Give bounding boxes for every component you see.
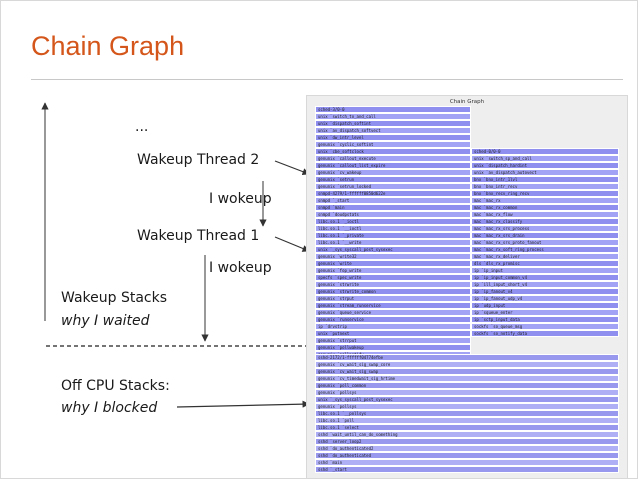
- wakeup-left-frame[interactable]: genunix `setrun_locked: [315, 183, 471, 190]
- wakeup-left-frame[interactable]: libc.so.1 `__ioctl: [315, 225, 471, 232]
- wakeup-right-frame[interactable]: mac `mac_rx_srs_drain: [471, 232, 619, 239]
- i-wokeup-lower-label: I wokeup: [209, 260, 272, 276]
- wakeup-right-frame[interactable]: unix `switch_sp_and_call: [471, 155, 619, 162]
- wakeup-right-frame[interactable]: sockfs `so_queue_msg: [471, 323, 619, 330]
- offcpu-frame[interactable]: sshd `main: [315, 459, 619, 466]
- wakeup-right-frame[interactable]: dls `dls_rx_promisc: [471, 260, 619, 267]
- wakeup-left-frame[interactable]: genunix `strwrite_common: [315, 288, 471, 295]
- offcpu-to-graph-arrow: [176, 400, 310, 408]
- slide-title: Chain Graph: [31, 31, 185, 61]
- wakeup-left-frame[interactable]: genunix `strput: [315, 295, 471, 302]
- ellipsis-label: ...: [135, 119, 149, 135]
- wakeup-left-frame[interactable]: genunix `write: [315, 260, 471, 267]
- wakeup-left-frame[interactable]: genunix `runservice: [315, 316, 471, 323]
- wakeup-right-frame[interactable]: bnx `bnx_recv_ring_recv: [471, 190, 619, 197]
- wakeup-right-frame[interactable]: bnx `bnx_intr_1lvl: [471, 176, 619, 183]
- wakeup-right-frame[interactable]: unix `dispatch_hardint: [471, 162, 619, 169]
- offcpu-frame[interactable]: sshd `do_authenticated2: [315, 445, 619, 452]
- wakeup-right-frame[interactable]: mac `mac_rx: [471, 197, 619, 204]
- offcpu-frame[interactable]: libc.so.1 `poll: [315, 417, 619, 424]
- wakeup-right-frame[interactable]: ip `sctp_input_data: [471, 316, 619, 323]
- offcpu-frame[interactable]: sshd `server_loop2: [315, 438, 619, 445]
- offcpu-frame[interactable]: libc.so.1 `select: [315, 424, 619, 431]
- wakeup-right-frame[interactable]: mac `mac_rx_classify: [471, 218, 619, 225]
- wakeup-left-frame[interactable]: snmpd `main: [315, 204, 471, 211]
- wakeup-right-frame[interactable]: mac `mac_rx_deliver: [471, 253, 619, 260]
- wakeup-left-frame[interactable]: unix `dw_intr_level: [315, 134, 471, 141]
- wakeup-right-frame[interactable]: mac `mac_rx_srs_process: [471, 225, 619, 232]
- wakeup-right-frame[interactable]: mac `mac_rx_flow: [471, 211, 619, 218]
- wakeup-right-frame[interactable]: ip `ip_fanout_v4: [471, 288, 619, 295]
- wakeup-left-frame[interactable]: genunix `write32: [315, 253, 471, 260]
- wakeup-right-frame[interactable]: mac `mac_rx_srs_proto_fanout: [471, 239, 619, 246]
- wakeup-left-frame[interactable]: genunix `stream_runservice: [315, 302, 471, 309]
- offcpu-frame[interactable]: sshd-2172/1-ffffff04774efbe: [315, 354, 619, 361]
- wakeup-left-frame[interactable]: genunix `callout_execute: [315, 155, 471, 162]
- wakeup-left-frame[interactable]: genunix `callout_list_expire: [315, 162, 471, 169]
- wakeup-left-frame[interactable]: specfs `spec_write: [315, 274, 471, 281]
- wakeup-left-frame[interactable]: unix `switch_to_and_call: [315, 113, 471, 120]
- wakeup-left-frame[interactable]: genunix `fop_write: [315, 267, 471, 274]
- offcpu-frame[interactable]: sshd `do_authenticated: [315, 452, 619, 459]
- wakeup-left-frame[interactable]: snmpd-4279/1-ffffff0850d622e: [315, 190, 471, 197]
- wakeup-right-frame[interactable]: ip `udp_input: [471, 302, 619, 309]
- wakeup-right-frame[interactable]: unix `av_dispatch_autovect: [471, 169, 619, 176]
- why-blocked-label: why I blocked: [61, 400, 158, 416]
- i-wokeup-upper-label: I wokeup: [209, 191, 272, 207]
- wakeup-left-frame[interactable]: unix `av_dispatch_softvect: [315, 127, 471, 134]
- offcpu-frame[interactable]: libc.so.1 `__pollsys: [315, 410, 619, 417]
- wakeup-left-frame[interactable]: genunix `queue_service: [315, 309, 471, 316]
- wakeup-right-frame[interactable]: mac `mac_rx_common: [471, 204, 619, 211]
- title-divider: [31, 79, 623, 80]
- wakeup-right-frame[interactable]: sockfs `so_notify_data: [471, 330, 619, 337]
- wakeup-left-frame[interactable]: ip `drvstrip: [315, 323, 471, 330]
- wakeup-left-frame[interactable]: genunix `setrun: [315, 176, 471, 183]
- wakeup-left-frame[interactable]: genunix `pollwakeup: [315, 344, 471, 351]
- offcpu-frame[interactable]: genunix `pollsys: [315, 389, 619, 396]
- offcpu-frame[interactable]: genunix `poll_common: [315, 382, 619, 389]
- wakeup-thread-1-label: Wakeup Thread 1: [137, 228, 260, 244]
- offcpu-frame[interactable]: genunix `cv_timedwait_sig_hrtime: [315, 375, 619, 382]
- wakeup-stacks-label: Wakeup Stacks: [61, 290, 168, 306]
- flamegraph-title: Chain Graph: [449, 99, 485, 105]
- wakeup-left-frame[interactable]: genunix `strrput: [315, 337, 471, 344]
- offcpu-frame[interactable]: genunix `pollsys: [315, 403, 619, 410]
- wakeup-left-frame[interactable]: unix `putnext: [315, 330, 471, 337]
- wakeup-right-frame[interactable]: ip `ip_fanout_udp_v4: [471, 295, 619, 302]
- wakeup-left-frame[interactable]: genunix `strwrite: [315, 281, 471, 288]
- wakeup-right-frame[interactable]: bnx `bnx_intr_recv: [471, 183, 619, 190]
- wakeup-right-frame[interactable]: ip `ip_input: [471, 267, 619, 274]
- wakeup-left-frame[interactable]: snmpd `doudpstats: [315, 211, 471, 218]
- wakeup-left-frame[interactable]: genunix `cv_wakeup: [315, 169, 471, 176]
- offcpu-frame[interactable]: unix `_sys_syscall_post_sysexec: [315, 396, 619, 403]
- wakeup-thread-2-label: Wakeup Thread 2: [137, 152, 260, 168]
- wakeup-right-frame[interactable]: ip `squeue_enter: [471, 309, 619, 316]
- thread1-to-graph-arrow: [274, 236, 310, 252]
- wakeup-left-frame[interactable]: unix `cbe_softclock: [315, 148, 471, 155]
- wakeup-left-frame[interactable]: libc.so.1 `_private: [315, 232, 471, 239]
- wakeup-left-frame[interactable]: libc.so.1 `_ioctl: [315, 218, 471, 225]
- why-waited-label: why I waited: [61, 313, 150, 329]
- offcpu-frame[interactable]: sshd `_start: [315, 466, 619, 473]
- wakeup-left-frame[interactable]: snmpd `_start: [315, 197, 471, 204]
- wakeup-right-frame[interactable]: sched-0/0-0: [471, 148, 619, 155]
- wakeup-left-frame[interactable]: unix `dispatch_softint: [315, 120, 471, 127]
- thread2-to-graph-arrow: [274, 160, 310, 176]
- wakeup-right-frame[interactable]: mac `mac_rx_soft_ring_process: [471, 246, 619, 253]
- offcpu-frame[interactable]: sshd `wait_until_can_do_something: [315, 431, 619, 438]
- offcpu-frame[interactable]: genunix `cv_wait_sig_swap: [315, 368, 619, 375]
- off-cpu-stacks-label: Off CPU Stacks:: [61, 378, 170, 394]
- wakeup-left-frame[interactable]: genunix `cyclic_softint: [315, 141, 471, 148]
- offcpu-frame[interactable]: genunix `cv_wait_sig_swap_core: [315, 361, 619, 368]
- wakeup-right-frame[interactable]: ip `ip_input_common_v4: [471, 274, 619, 281]
- wakeup-left-frame[interactable]: sched-3/0-0: [315, 106, 471, 113]
- wakeup-right-frame[interactable]: ip `ill_input_short_v4: [471, 281, 619, 288]
- wakeup-left-frame[interactable]: libc.so.1 `__write: [315, 239, 471, 246]
- wakeup-left-frame[interactable]: unix `_sys_syscall_post_sysexec: [315, 246, 471, 253]
